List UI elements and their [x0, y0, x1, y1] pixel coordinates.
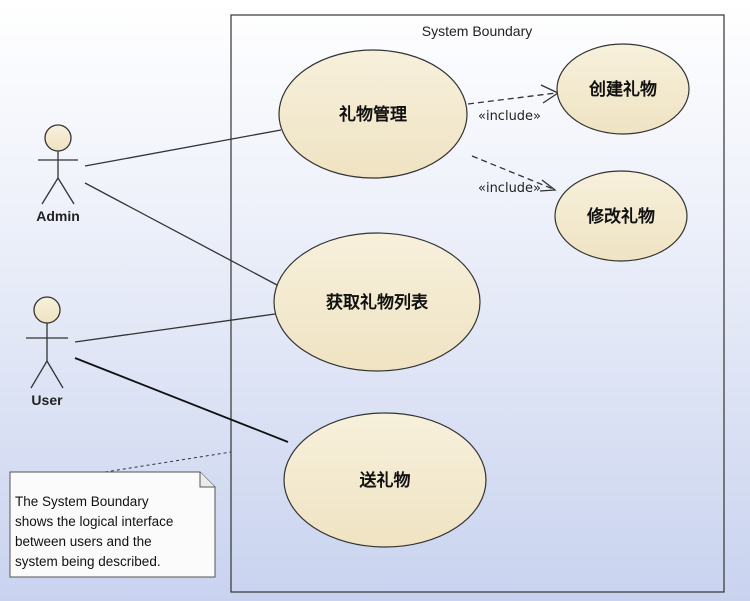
include-create-label: «include» — [478, 109, 541, 124]
include-modify-label: «include» — [478, 181, 541, 196]
system-boundary[interactable] — [230, 14, 725, 593]
actor-user[interactable]: User — [26, 296, 68, 408]
actor-admin-label: Admin — [36, 208, 80, 224]
assoc-admin-get-gift-list — [84, 182, 278, 286]
note-line-3: between users and the — [15, 534, 152, 549]
use-case-get-gift-list-label: 获取礼物列表 — [326, 292, 429, 313]
use-case-get-gift-list[interactable]: 获取礼物列表 — [273, 232, 481, 372]
note-folded-corner-icon — [199, 472, 215, 488]
use-case-create-gift[interactable]: 创建礼物 — [556, 43, 690, 135]
note-line-1: The System Boundary — [15, 494, 149, 509]
system-boundary-title: System Boundary — [422, 23, 533, 39]
note-anchor-line — [104, 451, 232, 473]
assoc-user-send-gift — [74, 357, 289, 443]
use-case-create-gift-label: 创建礼物 — [588, 79, 657, 100]
note-line-2: shows the logical interface — [15, 514, 173, 529]
note-line-4: system being described. — [15, 554, 161, 569]
boundary-note[interactable]: The System Boundary shows the logical in… — [9, 471, 216, 578]
assoc-user-get-gift-list — [74, 313, 276, 343]
actor-admin-head-icon — [44, 124, 72, 152]
note-body — [9, 471, 216, 578]
assoc-admin-gift-management — [84, 129, 282, 167]
actor-user-label: User — [31, 392, 63, 408]
include-modify-line — [471, 155, 554, 190]
actor-admin[interactable]: Admin — [36, 124, 80, 224]
use-case-modify-gift-label: 修改礼物 — [586, 206, 655, 227]
actor-user-head-icon — [33, 296, 61, 324]
include-modify-arrowhead — [539, 179, 557, 192]
use-case-send-gift[interactable]: 送礼物 — [283, 412, 487, 548]
include-create-line — [467, 92, 557, 105]
use-case-gift-management-label: 礼物管理 — [339, 104, 407, 125]
use-case-gift-management[interactable]: 礼物管理 — [278, 49, 468, 179]
use-case-modify-gift[interactable]: 修改礼物 — [554, 170, 688, 262]
use-case-send-gift-label: 送礼物 — [360, 470, 411, 491]
